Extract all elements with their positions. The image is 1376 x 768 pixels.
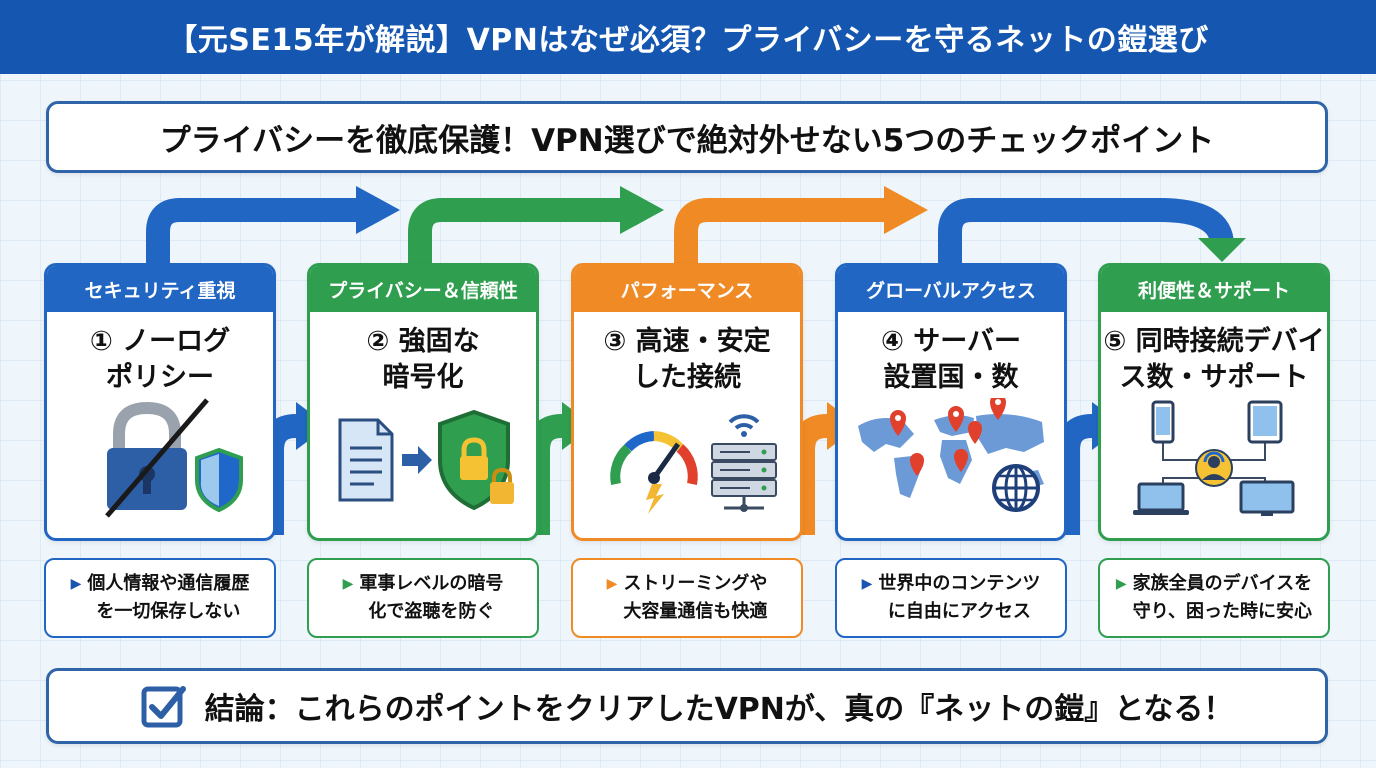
desc-text: 世界中のコンテンツに自由にアクセス: [878, 573, 1041, 622]
card-header: セキュリティ重視: [47, 266, 273, 312]
card-devices-support: 利便性＆サポート ⑤ 同時接続デバイス数・サポート: [1098, 263, 1330, 541]
desc-text: 軍事レベルの暗号化で盗聴を防ぐ: [359, 573, 504, 622]
desc-performance: ▶ ストリーミングや大容量通信も快適: [571, 558, 803, 638]
top-arrow-2: [408, 198, 624, 263]
conclusion-box: 結論：これらのポイントをクリアしたVPNが、真の『ネットの鎧』となる！: [46, 668, 1328, 744]
side-arrow-2: [526, 414, 574, 535]
side-arrow-1: [260, 414, 308, 535]
checkbox-icon: [141, 686, 186, 728]
side-arrow-3: [791, 414, 839, 535]
top-arrow-3: [674, 198, 888, 263]
lock-shield-icon: [105, 398, 243, 518]
speedometer-server-icon: [610, 414, 777, 514]
desc-text: ストリーミングや大容量通信も快適: [623, 573, 768, 622]
desc-text: 個人情報や通信履歴を一切保存しない: [87, 573, 250, 622]
card-header: パフォーマンス: [574, 266, 800, 312]
card-performance: パフォーマンス ③ 高速・安定した接続: [571, 263, 803, 541]
card-global-access: グローバルアクセス ④ サーバー設置国・数: [835, 263, 1067, 541]
card-header: プライバシー＆信頼性: [310, 266, 536, 312]
card-title: ⑤ 同時接続デバイス数・サポート: [1103, 326, 1325, 393]
subtitle-box: プライバシーを徹底保護！VPN選びで絶対外せない5つのチェックポイント: [46, 101, 1328, 173]
triangle-bullet-icon: ▶: [861, 576, 873, 592]
encryption-icon: [338, 409, 514, 511]
triangle-bullet-icon: ▶: [342, 576, 354, 592]
multi-device-icon: [1133, 400, 1295, 516]
top-arrow-4: [938, 198, 1234, 263]
desc-global-access: ▶ 世界中のコンテンツに自由にアクセス: [835, 558, 1067, 638]
page-title: 【元SE15年が解説】VPNはなぜ必須？プライバシーを守るネットの鎧選び: [0, 0, 1376, 74]
desc-encryption: ▶ 軍事レベルの暗号化で盗聴を防ぐ: [307, 558, 539, 638]
triangle-bullet-icon: ▶: [70, 576, 82, 592]
card-header: グローバルアクセス: [838, 266, 1064, 312]
triangle-bullet-icon: ▶: [606, 576, 618, 592]
world-map-icon: [858, 398, 1044, 512]
card-encryption: プライバシー＆信頼性 ② 強固な暗号化: [307, 263, 539, 541]
desc-no-log: ▶ 個人情報や通信履歴を一切保存しない: [44, 558, 276, 638]
desc-text: 家族全員のデバイスを守り、困った時に安心: [1132, 573, 1313, 622]
top-arrow-1: [146, 198, 360, 263]
conclusion-text: 結論：これらのポイントをクリアしたVPNが、真の『ネットの鎧』となる！: [204, 692, 1234, 727]
card-title: ② 強固な暗号化: [366, 326, 480, 393]
card-title: ③ 高速・安定した接続: [603, 326, 771, 393]
triangle-bullet-icon: ▶: [1115, 576, 1127, 592]
card-no-log: セキュリティ重視 ① ノーログポリシー: [44, 263, 276, 541]
card-title: ① ノーログポリシー: [89, 326, 231, 393]
side-arrow-4: [1056, 414, 1104, 535]
subtitle-text: プライバシーを徹底保護！VPN選びで絶対外せない5つのチェックポイント: [159, 122, 1215, 159]
card-header: 利便性＆サポート: [1101, 266, 1327, 312]
desc-devices-support: ▶ 家族全員のデバイスを守り、困った時に安心: [1098, 558, 1330, 638]
card-title: ④ サーバー設置国・数: [881, 326, 1021, 393]
